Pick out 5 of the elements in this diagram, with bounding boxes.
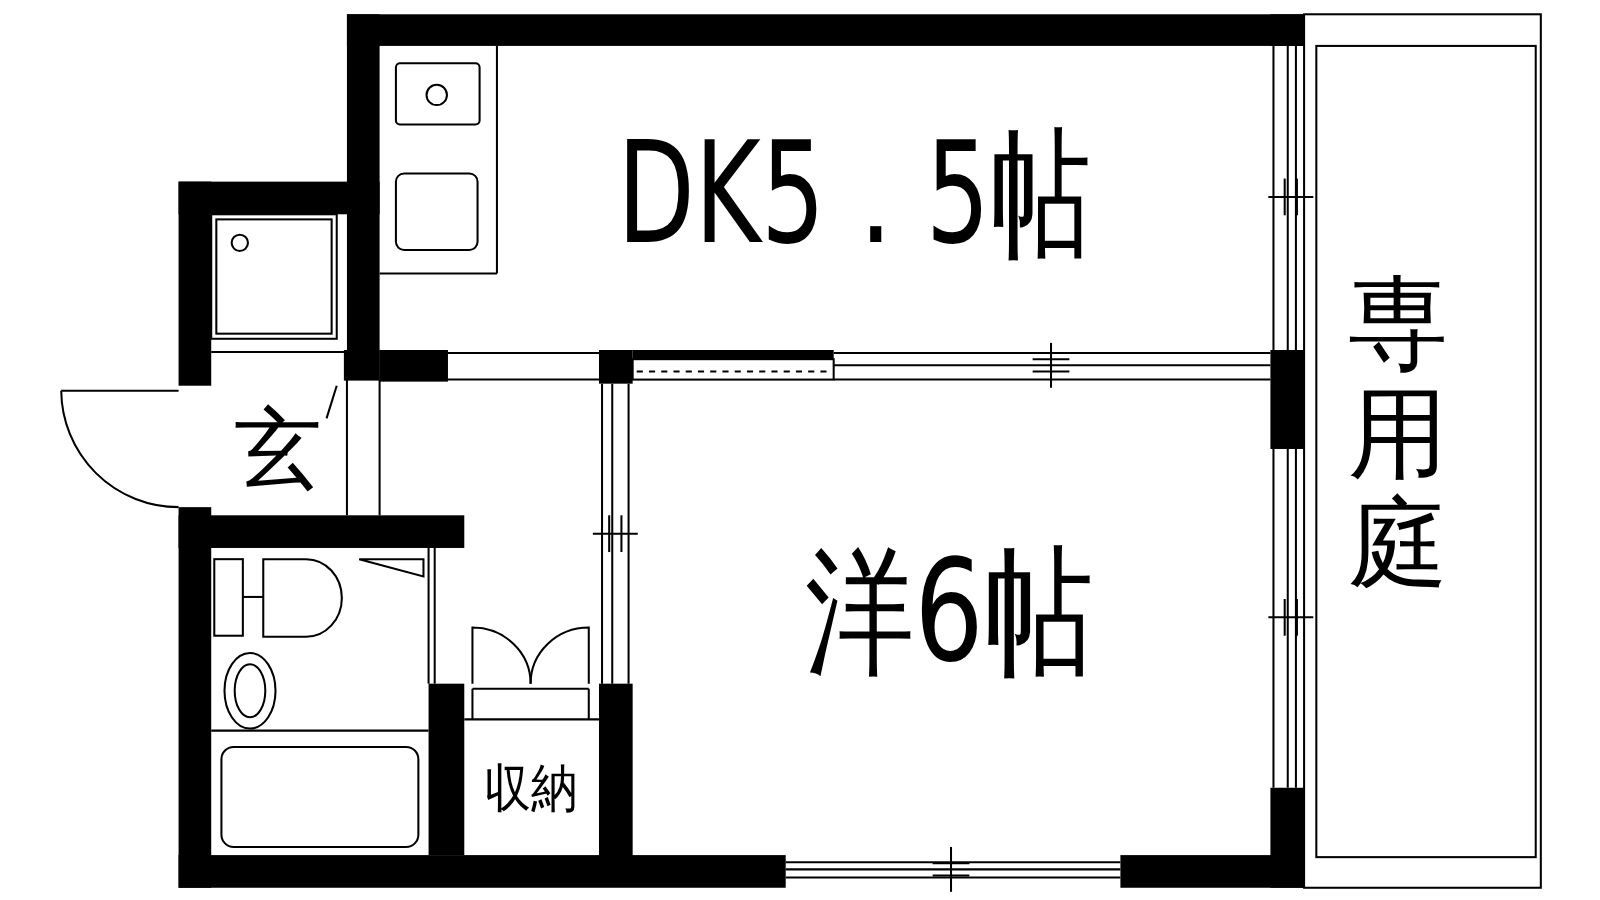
room-label: 収納: [483, 761, 578, 814]
room-label: 玄: [233, 404, 322, 493]
room-label: 専用庭: [1347, 268, 1448, 599]
room-label: 洋6帖: [805, 542, 1093, 683]
room-label: DK5．5帖: [617, 123, 1091, 264]
